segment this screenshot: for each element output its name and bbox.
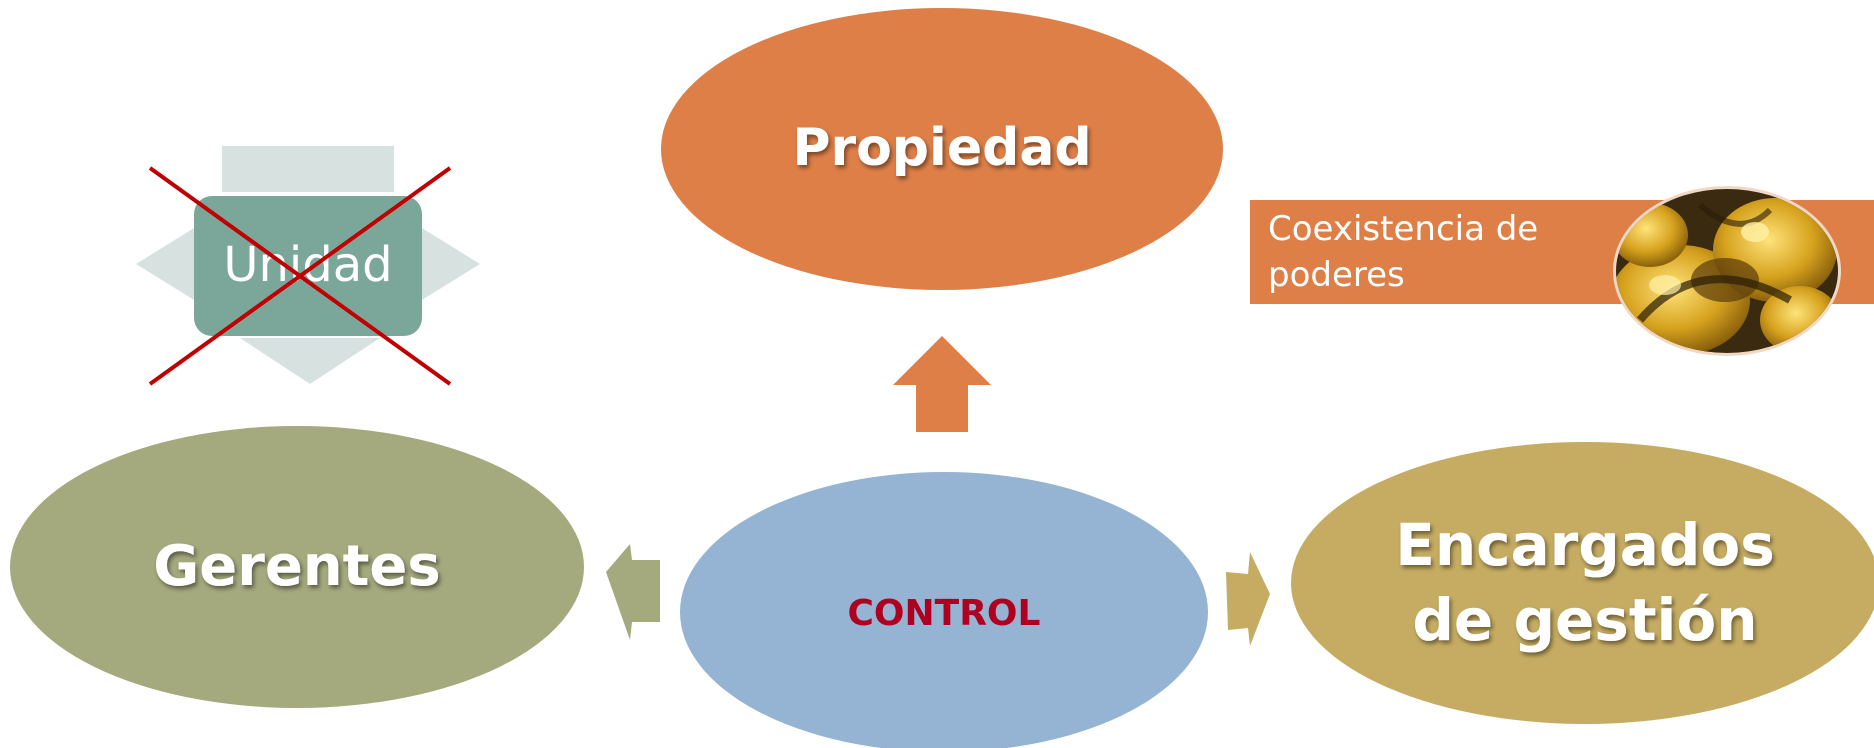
unidad-right-arrow (422, 228, 480, 300)
unidad-left-arrow (136, 228, 194, 300)
golden-fighters-illustration (1613, 186, 1841, 356)
connector-right-arrow (1226, 552, 1270, 646)
connector-up-arrow (893, 336, 991, 432)
node-control-label: CONTROL (848, 593, 1041, 634)
node-encargados-line1: Encargados (1395, 511, 1775, 579)
callout-line2: poderes (1268, 255, 1405, 295)
node-gerentes-label: Gerentes (153, 534, 441, 599)
node-encargados (1291, 442, 1874, 724)
node-propiedad-label: Propiedad (792, 118, 1091, 178)
node-control (680, 472, 1208, 748)
unidad-label: Unidad (223, 237, 392, 293)
connector-left-arrow (606, 544, 660, 640)
unidad-bottom-arrow (240, 338, 380, 384)
cross-line-2 (148, 166, 452, 386)
unidad-top-bar (222, 146, 394, 192)
node-propiedad (661, 8, 1223, 290)
callout-coexistencia: Coexistencia de poderes (1250, 186, 1874, 356)
unidad-crossed-group: Unidad (136, 146, 480, 386)
node-encargados-line2: de gestión (1412, 586, 1757, 654)
node-gerentes (10, 426, 584, 708)
callout-line1: Coexistencia de (1268, 209, 1538, 249)
